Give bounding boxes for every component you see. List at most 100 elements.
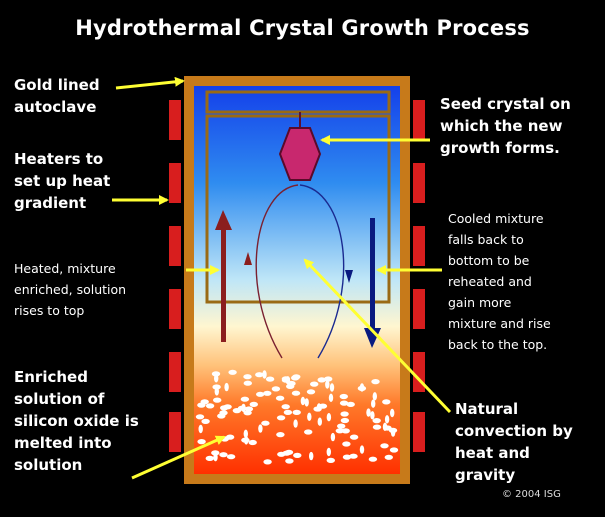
silica-particle xyxy=(337,423,346,429)
silica-particle xyxy=(214,387,219,396)
silica-particle xyxy=(293,452,302,458)
silica-particle xyxy=(256,391,265,397)
silica-particle xyxy=(276,432,285,438)
silica-particle xyxy=(213,397,222,403)
silica-particle xyxy=(384,454,393,460)
seed-rack-frame xyxy=(205,90,391,304)
silica-particle xyxy=(277,451,286,457)
silica-particle xyxy=(286,383,295,389)
silica-particle xyxy=(224,382,229,392)
silica-particle xyxy=(241,437,250,443)
silica-particle xyxy=(223,404,232,410)
silica-particle xyxy=(271,386,281,392)
silica-particle xyxy=(263,390,272,396)
silica-particle xyxy=(293,419,298,428)
silica-particle xyxy=(283,409,293,415)
silica-particle xyxy=(211,450,220,456)
silica-particle xyxy=(304,398,309,407)
silica-particle xyxy=(197,439,206,445)
silica-particles xyxy=(195,369,399,465)
pointer-arrow-icon xyxy=(131,435,226,480)
label-heaters: Heaters to set up heat gradient xyxy=(14,150,111,212)
silica-particle xyxy=(261,420,270,426)
silica-particle xyxy=(340,411,349,417)
seed-crystal-icon xyxy=(278,127,322,181)
heaters-left xyxy=(169,100,181,452)
silica-particle xyxy=(340,417,350,424)
silica-particle xyxy=(359,445,365,454)
silica-particle xyxy=(371,379,380,385)
silica-particle xyxy=(342,454,352,460)
silica-particle xyxy=(371,399,376,408)
silica-particle xyxy=(197,402,206,408)
label-heated-mixture: Heated, mixture enriched, solution rises… xyxy=(14,261,127,318)
silica-particle xyxy=(201,418,210,424)
silica-particle xyxy=(390,428,396,437)
silica-particle xyxy=(205,403,215,409)
falling-arrow-icon xyxy=(364,218,381,348)
silica-particle xyxy=(212,384,221,390)
silica-particle xyxy=(281,376,291,382)
label-seed-crystal: Seed crystal on which the new growth for… xyxy=(440,95,571,157)
silica-particle xyxy=(243,374,252,380)
silica-particle xyxy=(349,434,359,440)
silica-particle xyxy=(326,413,332,422)
convection-loop xyxy=(255,184,345,359)
heaters-right xyxy=(413,100,425,452)
rising-arrow-icon xyxy=(215,210,232,342)
silica-particle xyxy=(243,429,248,438)
silica-particle xyxy=(276,415,286,421)
silica-particle xyxy=(349,453,358,459)
silica-particle xyxy=(370,411,375,420)
silica-particle xyxy=(306,389,316,395)
silica-particle xyxy=(372,418,381,424)
silica-particle xyxy=(249,401,258,407)
silica-particle xyxy=(291,375,300,381)
silica-particle xyxy=(304,429,313,435)
silica-particle xyxy=(275,395,285,401)
pointer-arrow-icon xyxy=(303,258,452,414)
copyright-notice: © 2004 ISG xyxy=(502,489,561,500)
silica-particle xyxy=(368,456,378,462)
silica-particle xyxy=(213,453,218,462)
silica-particle xyxy=(241,403,246,413)
silica-particle xyxy=(330,432,336,442)
silica-particle xyxy=(263,459,272,465)
silica-particle xyxy=(346,401,355,407)
silica-particle xyxy=(335,428,344,434)
silica-particle xyxy=(307,412,312,421)
silica-particle xyxy=(389,447,399,453)
silica-particle xyxy=(366,408,371,417)
silica-particle xyxy=(309,451,314,461)
silica-particle xyxy=(317,417,322,426)
silica-particle xyxy=(318,403,328,409)
silica-particle xyxy=(292,409,301,415)
silica-particle xyxy=(382,399,391,405)
silica-particle xyxy=(300,396,306,406)
silica-particle xyxy=(357,385,367,391)
silica-particle xyxy=(243,380,252,386)
silica-particle xyxy=(214,374,219,383)
silica-particle xyxy=(258,424,263,433)
silica-particle xyxy=(329,383,335,392)
silica-particle xyxy=(281,404,290,410)
silica-particle xyxy=(265,376,275,382)
label-gold-lined-autoclave: Gold lined autoclave xyxy=(14,76,100,116)
silica-particle xyxy=(226,454,236,460)
silica-particle xyxy=(380,443,389,449)
silica-particle xyxy=(325,380,330,389)
silica-particle xyxy=(341,428,350,434)
silica-particle xyxy=(219,452,228,458)
silica-particle xyxy=(339,400,349,406)
silica-particle xyxy=(324,376,333,382)
silica-particle xyxy=(342,441,351,447)
silica-particle xyxy=(248,439,257,446)
silica-particle xyxy=(390,408,395,418)
silica-particle xyxy=(205,455,214,461)
silica-particle xyxy=(285,458,294,464)
silica-particle xyxy=(382,422,388,431)
silica-particle xyxy=(372,424,382,430)
silica-particle xyxy=(328,393,334,402)
silica-particle xyxy=(240,396,250,402)
